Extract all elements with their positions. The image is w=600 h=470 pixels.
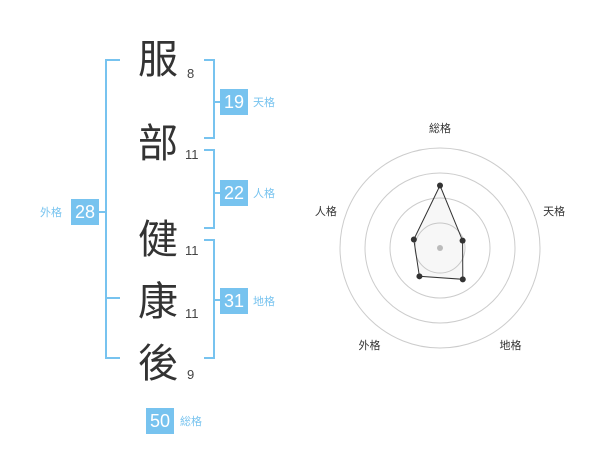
outer-bracket	[105, 59, 120, 359]
stroke-count-4: 11	[185, 306, 199, 321]
radar-center-dot	[437, 245, 443, 251]
radar-point-3	[416, 273, 423, 280]
stroke-count-5: 9	[187, 367, 195, 382]
tenkaku-label: 天格	[253, 96, 275, 109]
radar-axis-label-2: 地格	[500, 338, 522, 352]
radar-ring-4	[339, 147, 541, 349]
soukaku-value: 50	[146, 408, 174, 434]
stroke-count-3: 11	[185, 243, 199, 258]
chikaku-value: 31	[220, 288, 248, 314]
jinkaku-value: 22	[220, 180, 248, 206]
radar-point-2	[459, 276, 466, 283]
radar-point-1	[459, 237, 466, 244]
radar-point-0	[437, 182, 443, 189]
name-char-5: 後	[138, 341, 178, 387]
tenkaku-bracket	[204, 59, 215, 139]
stroke-count-1: 8	[187, 66, 195, 81]
chikaku-label: 地格	[253, 295, 275, 308]
name-char-4: 康	[138, 279, 178, 325]
chikaku-bracket	[204, 239, 215, 359]
gaikaku-value: 28	[71, 199, 99, 225]
radar-ring-2	[389, 197, 491, 299]
radar-polygon	[413, 184, 464, 280]
soukaku-label: 総格	[180, 415, 202, 428]
radar-ring-3	[364, 172, 516, 324]
name-char-3: 健	[138, 217, 178, 263]
radar-point-4	[410, 236, 417, 243]
jinkaku-bracket	[204, 149, 215, 229]
radar-axis-label-0: 総格	[429, 121, 451, 135]
name-char-1: 服	[138, 37, 178, 83]
radar-axis-label-1: 天格	[543, 204, 565, 218]
name-char-2: 部	[138, 121, 178, 167]
jinkaku-label: 人格	[253, 187, 275, 200]
tenkaku-value: 19	[220, 89, 248, 115]
stroke-count-2: 11	[185, 147, 199, 162]
gaikaku-label: 外格	[40, 206, 62, 219]
radar-axis-label-3: 外格	[358, 338, 380, 352]
radar-axis-label-4: 人格	[315, 204, 337, 218]
